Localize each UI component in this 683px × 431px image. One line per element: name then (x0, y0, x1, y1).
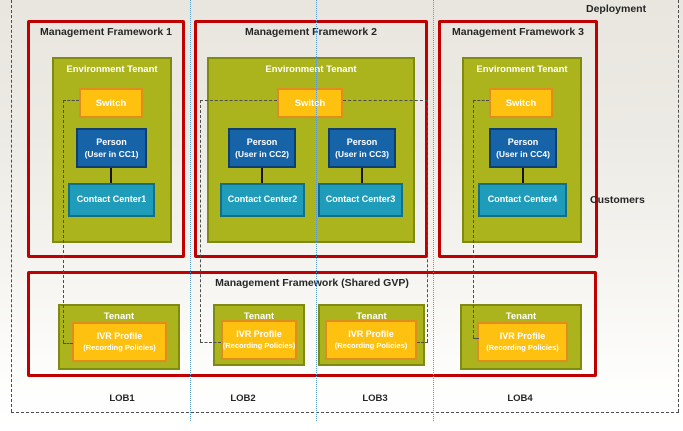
contact-center-2-label: Contact Center2 (227, 194, 298, 205)
contact-center-1-label: Contact Center1 (76, 194, 147, 205)
switch1-ivr1-dash-v (63, 100, 64, 343)
ivr-profile-1-box: IVR Profile (Recording Policies) (72, 322, 167, 362)
environment-tenant-3-label: Environment Tenant (476, 64, 568, 75)
ivr-profile-1-line2: (Recording Policies) (83, 343, 156, 353)
person-cc2-line2: (User in CC2) (235, 148, 289, 159)
ivr-profile-4-box: IVR Profile (Recording Policies) (477, 322, 568, 362)
switch2-ivr2-dash-h1 (200, 100, 277, 101)
customers-label: Customers (590, 194, 645, 206)
switch3-ivr4-dash-h2 (473, 338, 479, 339)
lob2-label: LOB2 (230, 393, 256, 404)
person-cc3-connector (361, 168, 363, 183)
ivr-profile-3-box: IVR Profile (Recording Policies) (325, 320, 417, 360)
lob-separator-line-1 (190, 0, 191, 421)
person-cc2-connector (261, 168, 263, 183)
ivr-profile-4-line2: (Recording Policies) (486, 343, 559, 353)
contact-center-3-box: Contact Center3 (318, 183, 403, 217)
switch-2-label: Switch (294, 97, 326, 109)
ivr-profile-2-box: IVR Profile (Recording Policies) (221, 320, 297, 360)
tenant-1-label: Tenant (103, 311, 135, 322)
switch-1-label: Switch (95, 97, 127, 109)
switch2-ivr2-dash-h2 (200, 342, 221, 343)
ivr-profile-3-line2: (Recording Policies) (334, 341, 408, 351)
lob4-label: LOB4 (507, 393, 533, 404)
person-cc1-line2: (User in CC1) (84, 148, 139, 159)
switch2-ivr3-dash-v (427, 100, 428, 342)
lob1-label: LOB1 (109, 393, 135, 404)
contact-center-3-label: Contact Center3 (325, 194, 396, 205)
person-cc3-box: Person (User in CC3) (328, 128, 396, 168)
switch-1-box: Switch (79, 88, 143, 118)
management-framework-3-title: Management Framework 3 (452, 26, 584, 38)
contact-center-1-box: Contact Center1 (68, 183, 155, 217)
switch2-ivr3-dash-h2 (417, 342, 428, 343)
shared-gvp-framework-title: Management Framework (Shared GVP) (215, 277, 409, 289)
ivr-profile-1-line1: IVR Profile (96, 331, 143, 342)
switch-2-box: Switch (277, 88, 343, 118)
contact-center-4-box: Contact Center4 (478, 183, 567, 217)
person-cc1-line1: Person (96, 136, 127, 147)
shared-gvp-framework-box (27, 271, 597, 377)
lob-separator-line-3 (433, 0, 434, 421)
person-cc4-connector (522, 168, 524, 183)
management-framework-2-title: Management Framework 2 (245, 26, 377, 38)
ivr-profile-2-line2: (Recording Policies) (222, 341, 296, 351)
boundary-left-dashed-line (11, 0, 12, 412)
deployment-label: Deployment (586, 3, 647, 15)
person-cc1-connector (110, 168, 112, 183)
management-framework-1-title: Management Framework 1 (40, 26, 172, 38)
management-framework-3-box (438, 20, 598, 258)
boundary-right-dashed-line (678, 0, 679, 412)
switch3-ivr4-dash-h1 (473, 100, 489, 101)
switch2-ivr2-dash-v (200, 100, 201, 342)
contact-center-2-box: Contact Center2 (220, 183, 305, 217)
lob3-label: LOB3 (362, 393, 388, 404)
contact-center-4-label: Contact Center4 (487, 194, 558, 205)
ivr-profile-2-line1: IVR Profile (236, 329, 282, 340)
switch2-ivr3-dash-h1 (343, 100, 428, 101)
ivr-profile-3-line1: IVR Profile (348, 329, 394, 340)
switch-3-box: Switch (489, 88, 553, 118)
ivr-profile-4-line1: IVR Profile (499, 331, 546, 342)
person-cc4-box: Person (User in CC4) (489, 128, 557, 168)
boundary-bottom-dashed-line (11, 412, 679, 413)
person-cc4-line2: (User in CC4) (496, 148, 550, 159)
management-framework-2-box (194, 20, 428, 258)
person-cc3-line2: (User in CC3) (335, 148, 389, 159)
switch1-ivr1-dash-h2 (63, 343, 73, 344)
environment-tenant-2-label: Environment Tenant (265, 64, 357, 75)
switch3-ivr4-dash-v (473, 100, 474, 338)
lob-separator-line-2 (316, 0, 317, 421)
person-cc2-line1: Person (246, 136, 278, 147)
person-cc3-line1: Person (346, 136, 378, 147)
switch1-ivr1-dash-h1 (63, 100, 79, 101)
person-cc4-line1: Person (507, 136, 539, 147)
environment-tenant-1-label: Environment Tenant (66, 64, 158, 75)
person-cc1-box: Person (User in CC1) (76, 128, 147, 168)
person-cc2-box: Person (User in CC2) (228, 128, 296, 168)
tenant-2-label: Tenant (243, 311, 275, 322)
tenant-3-label: Tenant (356, 311, 387, 322)
tenant-4-label: Tenant (505, 311, 537, 322)
switch-3-label: Switch (505, 97, 537, 109)
management-framework-1-box (27, 20, 185, 258)
